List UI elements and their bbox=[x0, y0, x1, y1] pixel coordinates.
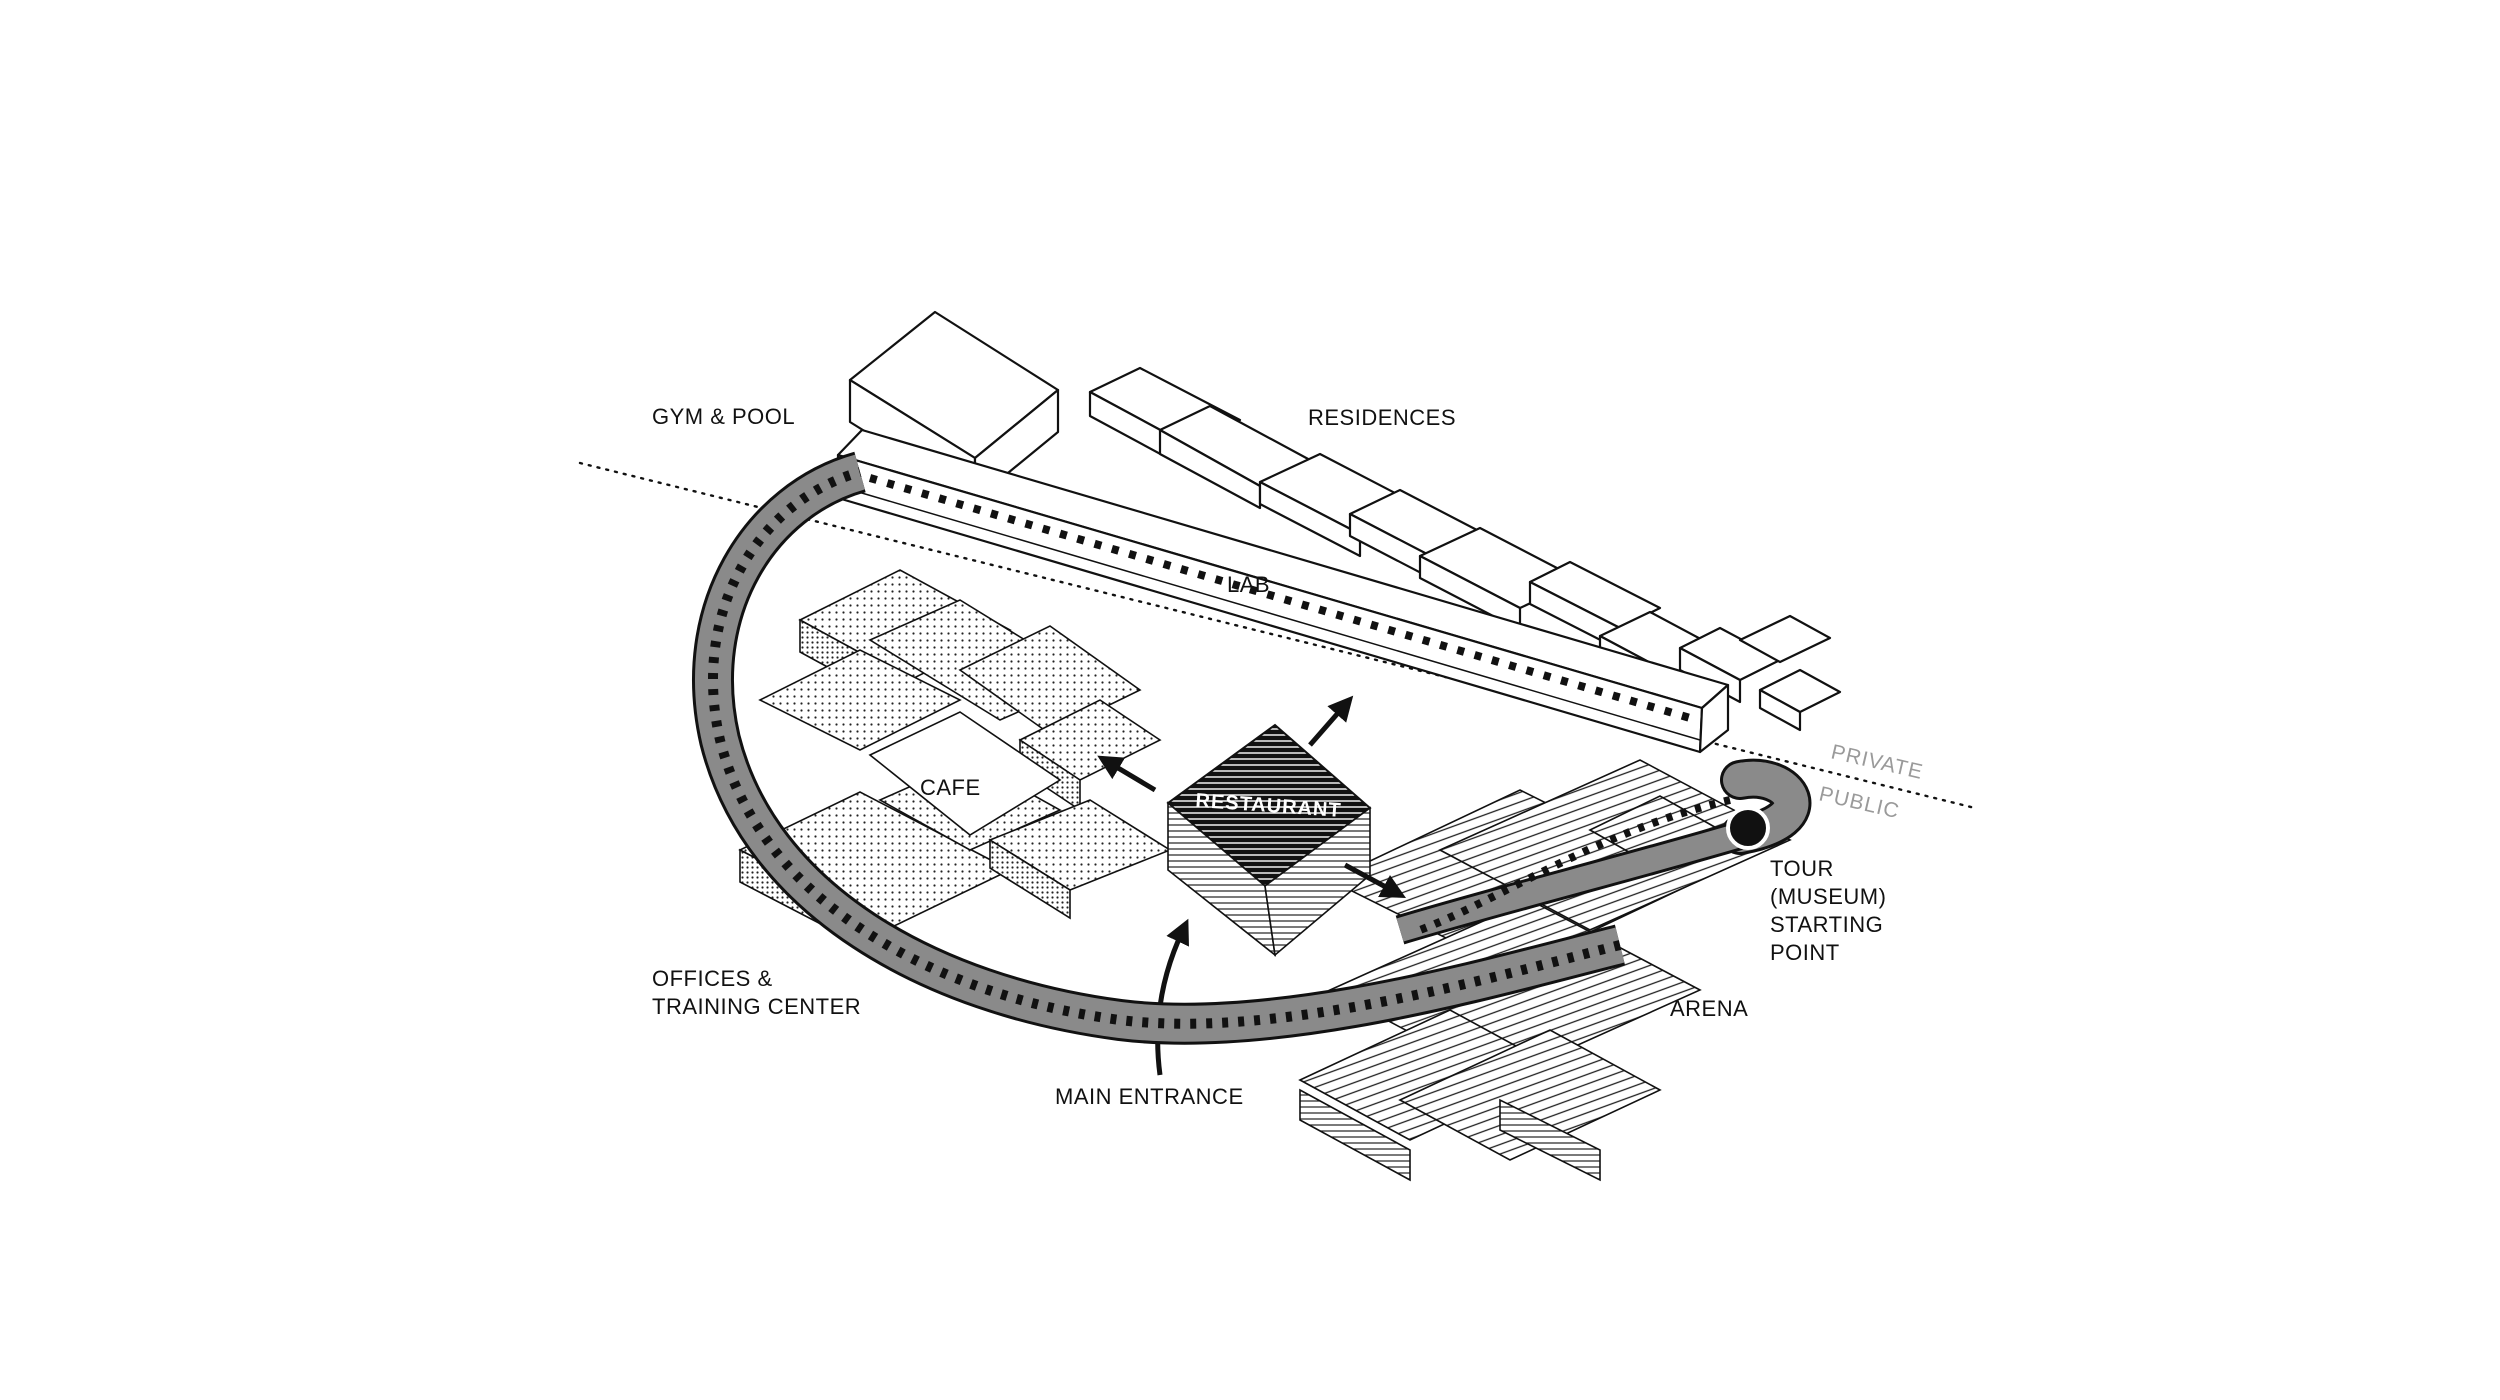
arrow-to-lab bbox=[1308, 695, 1354, 747]
flow-arrows bbox=[1097, 695, 1406, 1076]
arrow-to-arena bbox=[1343, 862, 1406, 898]
label-lab: LAB bbox=[1227, 572, 1270, 597]
tour-path bbox=[692, 451, 1812, 1045]
label-residences: RESIDENCES bbox=[1308, 405, 1456, 430]
residences-buildings bbox=[1088, 366, 1842, 732]
label-main-entrance: MAIN ENTRANCE bbox=[1055, 1084, 1244, 1109]
lab-building bbox=[836, 428, 1730, 754]
restaurant-building bbox=[1166, 723, 1372, 957]
tour-start-marker bbox=[1726, 806, 1770, 850]
label-gym-pool: GYM & POOL bbox=[652, 404, 795, 429]
label-tour-line3: STARTING bbox=[1770, 912, 1883, 937]
label-offices-line2: TRAINING CENTER bbox=[652, 994, 861, 1019]
label-tour-line2: (MUSEUM) bbox=[1770, 884, 1886, 909]
arrow-to-cafe bbox=[1097, 755, 1157, 793]
arrow-from-entrance bbox=[1155, 918, 1189, 1076]
label-tour-line1: TOUR bbox=[1770, 856, 1834, 881]
label-tour-line4: POINT bbox=[1770, 940, 1840, 965]
label-cafe: CAFE bbox=[920, 775, 981, 800]
private-public-divider bbox=[578, 461, 1977, 810]
label-private: PRIVATE bbox=[1829, 740, 1926, 783]
label-arena: ARENA bbox=[1670, 996, 1748, 1021]
cafe-courtyard bbox=[868, 711, 1062, 836]
label-public: PUBLIC bbox=[1817, 782, 1902, 823]
label-offices-line1: OFFICES & bbox=[652, 966, 773, 991]
